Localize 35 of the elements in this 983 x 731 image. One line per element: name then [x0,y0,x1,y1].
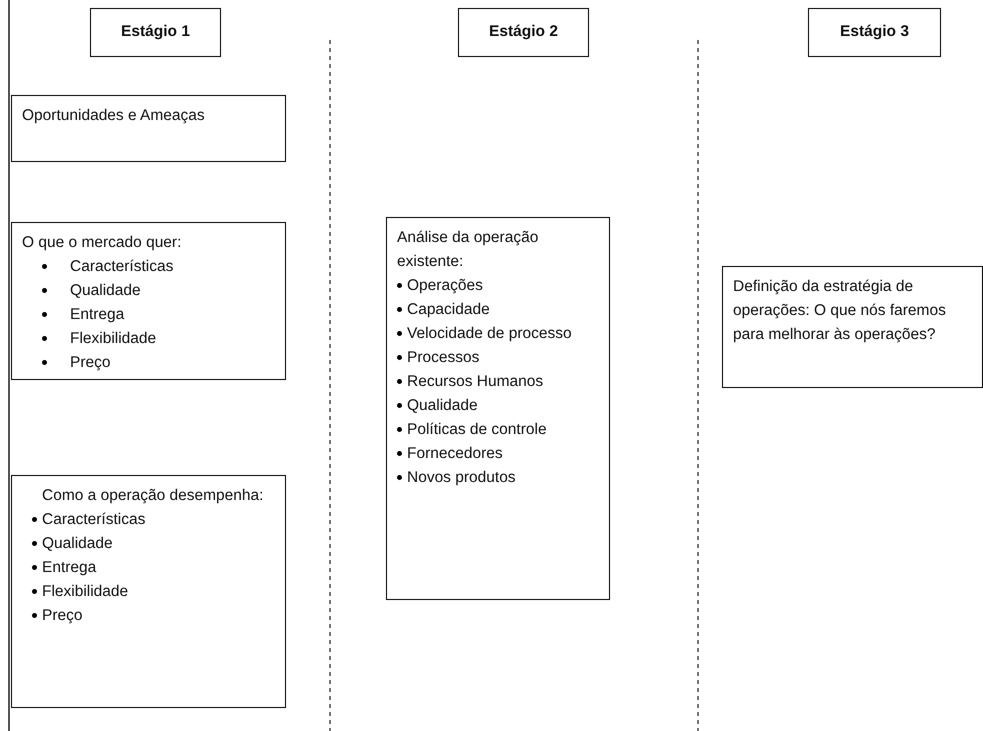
bullet-item: Recursos Humanos [397,370,599,394]
bullet-item: Velocidade de processo [397,322,599,346]
box-text: Definição da estratégia de operações: O que nós faremos para melhorar às operações? [733,278,946,344]
box-heading: O que o mercado quer: [22,233,182,253]
bullet-item: Políticas de controle [397,418,599,442]
bullet-item: Entrega [22,303,275,328]
bullet-item: Qualidade [22,279,275,304]
bullet-item: Operações [397,274,599,298]
bullet-item: Características [32,508,275,532]
stage-title: Estágio 2 [489,22,558,42]
bullet-item: Preço [22,351,275,376]
bullet-item: Qualidade [397,394,599,418]
bullet-item: Capacidade [397,298,599,322]
text-box [722,266,983,388]
bullet-item: Fornecedores [397,442,599,466]
box-heading: Como a operação desempenha: [42,486,264,506]
stage-title: Estágio 1 [121,22,190,42]
bullet-item: Processos [397,346,599,370]
bullet-item: Flexibilidade [32,580,275,604]
text-box [11,475,286,708]
text-box [11,222,286,380]
bullet-item: Preço [32,604,275,628]
bullet-item: Novos produtos [397,466,599,490]
stage-box [458,8,589,57]
stage-title: Estágio 3 [840,22,909,42]
text-box [11,95,286,162]
box-text: Oportunidades e Ameaças [22,107,205,124]
box-heading: Análise da operação existente: [397,228,540,272]
text-box [386,217,610,600]
bullet-item: Flexibilidade [22,327,275,352]
bullet-item: Entrega [32,556,275,580]
stage-box [808,8,941,57]
bullet-item: Características [22,255,275,280]
stage-box [90,8,221,57]
bullet-item: Qualidade [32,532,275,556]
